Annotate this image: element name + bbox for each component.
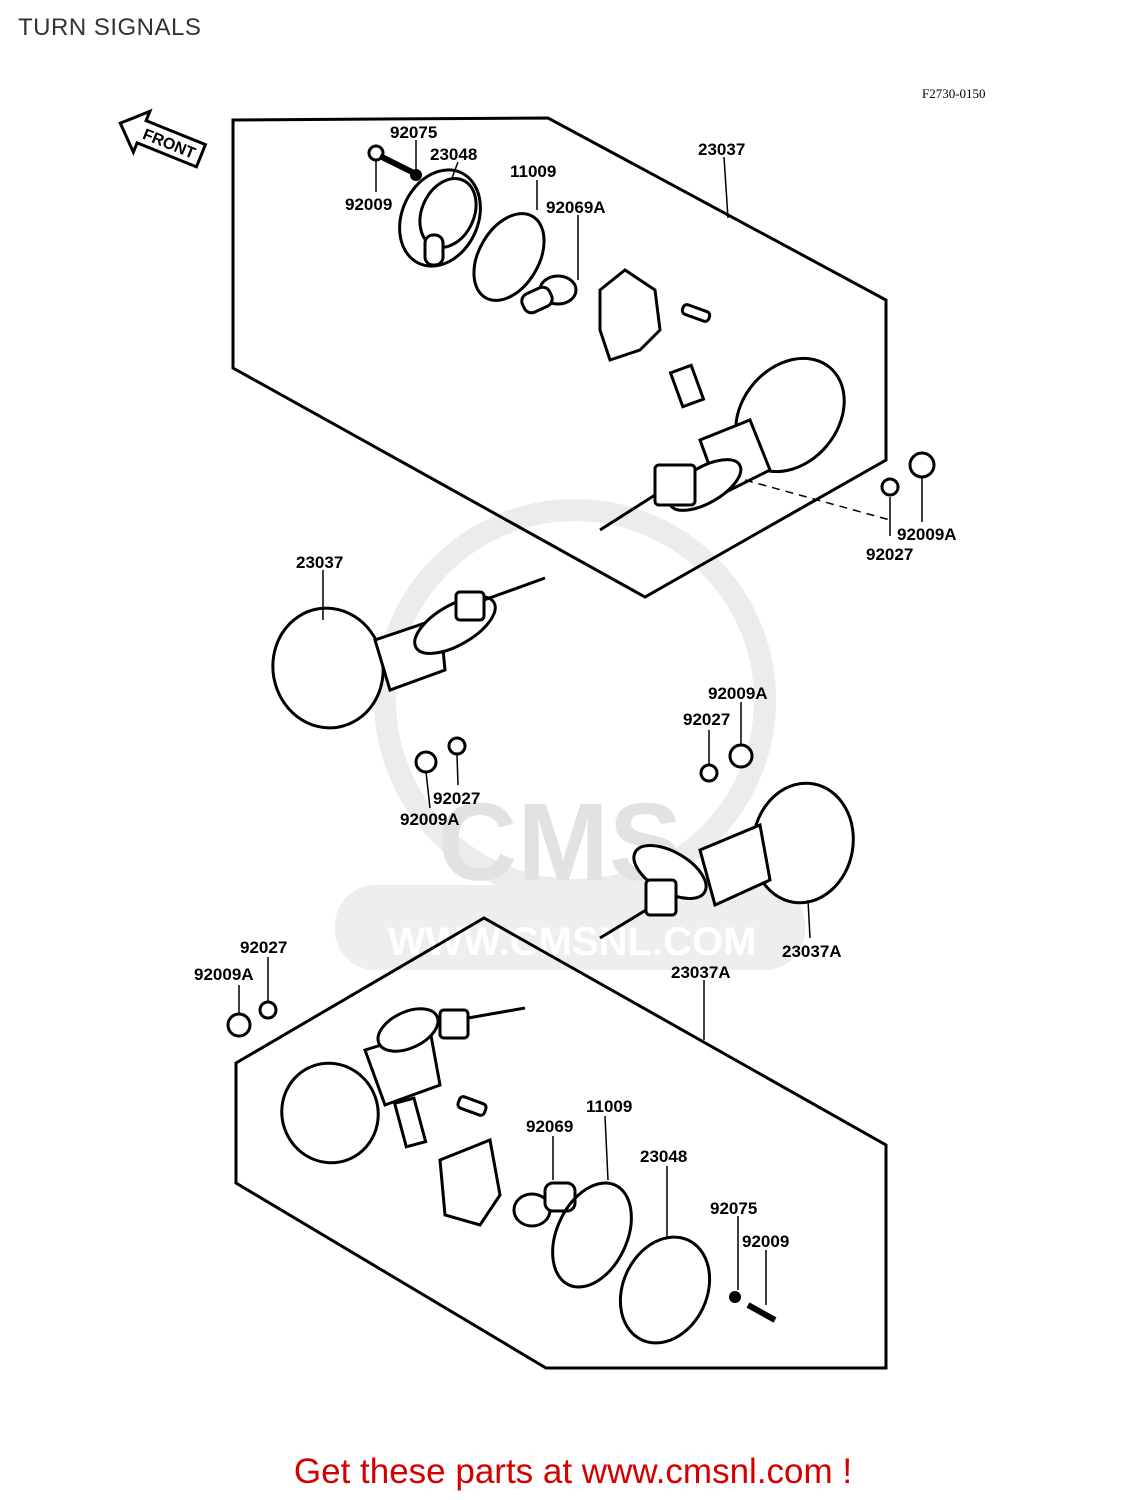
leader-lines	[238, 140, 923, 1305]
footer-link[interactable]: Get these parts at www.cmsnl.com !	[293, 1452, 853, 1491]
callout-bottom-gasket: 11009	[586, 1097, 632, 1116]
page-title: TURN SIGNALS	[18, 14, 202, 41]
callout-top-assembly: 23037	[698, 140, 745, 159]
mid-mount-hardware	[699, 743, 754, 783]
callout-right-assembly: 23037A	[782, 942, 842, 961]
top-washer	[410, 169, 422, 181]
bottom-bulb-socket	[438, 1137, 502, 1227]
callout-top-right-bolt: 92009A	[897, 525, 957, 544]
callout-bottom-screw: 92009	[742, 1232, 789, 1251]
top-mount-hardware	[744, 451, 936, 521]
front-arrow: FRONT	[118, 108, 208, 169]
left-mount-hardware	[414, 736, 467, 774]
bottom-screw	[746, 1302, 777, 1323]
callout-top-lens: 23048	[430, 145, 477, 164]
callout-mid-bolt: 92009A	[708, 684, 768, 703]
callout-bottom-bulb: 92069	[526, 1117, 573, 1136]
bottom-mount-hardware	[226, 1000, 278, 1038]
top-bulb	[520, 274, 578, 315]
callout-mid-collar: 92027	[683, 710, 730, 729]
callout-top-right-collar: 92027	[866, 545, 913, 564]
callout-bottom-collar: 92027	[240, 938, 287, 957]
watermark-brand: CMS	[438, 781, 682, 904]
top-gasket	[472, 212, 546, 302]
bottom-lens	[618, 1235, 712, 1345]
top-small-screw	[680, 303, 712, 323]
callout-bottom-assembly: 23037A	[671, 963, 731, 982]
top-bulb-socket	[598, 268, 662, 362]
callout-left-collar: 92027	[433, 789, 480, 808]
top-screw-shaft	[378, 153, 414, 175]
exploded-diagram: CMS WWW.CMSNL.COM FRONT	[118, 108, 957, 1370]
top-lens-housing	[398, 168, 482, 268]
watermark-site: WWW.CMSNL.COM	[388, 920, 757, 964]
bottom-turn-signal-housing	[280, 1006, 526, 1165]
callout-bottom-washer: 92075	[710, 1199, 757, 1218]
right-turn-signal	[599, 781, 855, 940]
bottom-contact-plate	[392, 1096, 428, 1149]
callout-left-bolt: 92009A	[400, 810, 460, 829]
bottom-small-screw	[456, 1095, 488, 1117]
callout-bottom-lens: 23048	[640, 1147, 687, 1166]
callout-top-bulb: 92069A	[546, 198, 606, 217]
top-assembly-frame	[231, 116, 888, 599]
top-right-turn-signal	[599, 356, 846, 532]
callout-bottom-bolt: 92009A	[194, 965, 254, 984]
callout-left-assembly: 23037	[296, 553, 343, 572]
callout-top-gasket: 11009	[510, 162, 556, 181]
callout-top-bolt: 92075	[390, 123, 437, 142]
bottom-bulb	[512, 1181, 577, 1228]
bottom-washer	[729, 1291, 741, 1303]
top-contact-plate	[668, 363, 706, 409]
reference-code: F2730-0150	[922, 86, 986, 101]
bottom-gasket	[551, 1181, 633, 1289]
bottom-assembly-frame	[234, 916, 888, 1370]
callout-top-screw: 92009	[345, 195, 392, 214]
left-turn-signal	[271, 576, 546, 730]
watermark: CMS WWW.CMSNL.COM	[335, 499, 805, 970]
